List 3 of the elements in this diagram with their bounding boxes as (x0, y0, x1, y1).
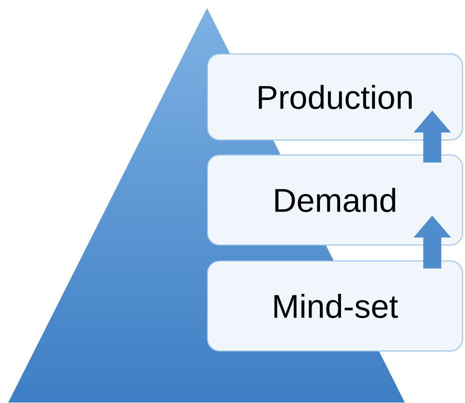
level-box: Mind-set (207, 260, 463, 352)
level-box: Production (207, 54, 463, 140)
level-box: Demand (207, 154, 463, 246)
